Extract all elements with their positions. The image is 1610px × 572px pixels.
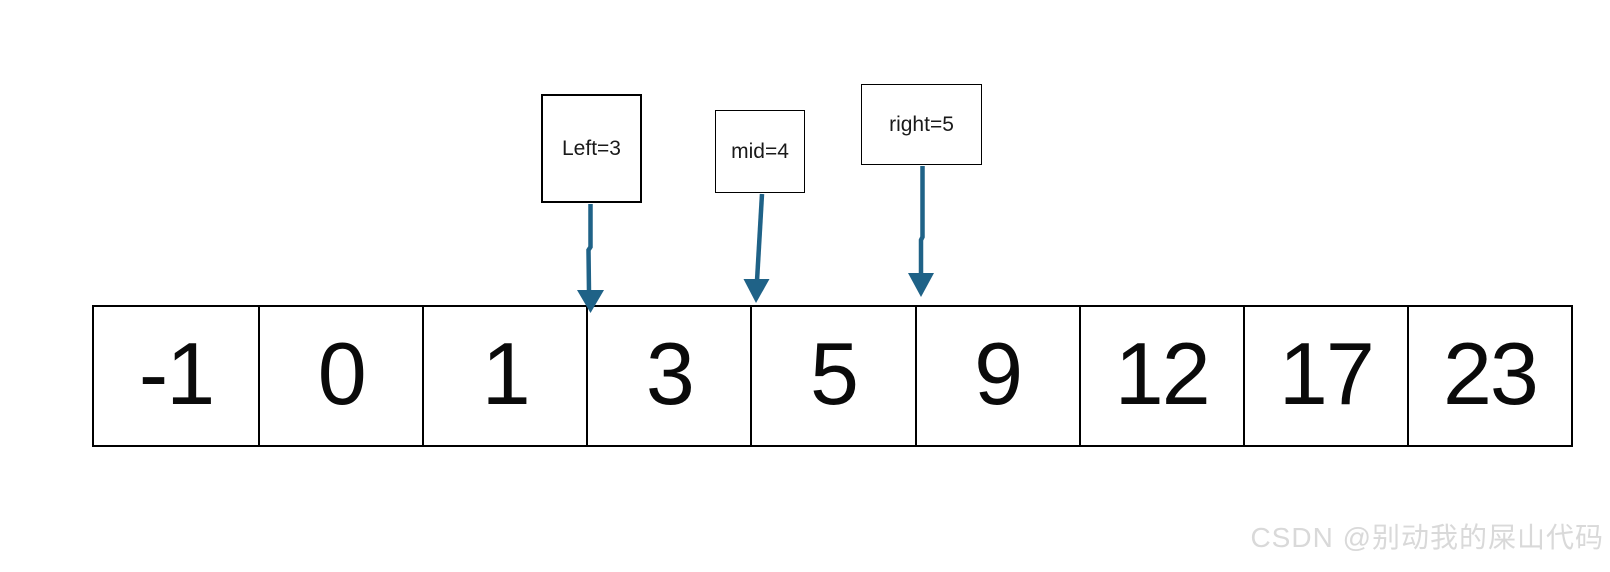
array-cell: -1	[138, 324, 215, 423]
array-cell: 1	[422, 307, 586, 445]
mid-arrow-head-icon	[743, 279, 770, 303]
array-cell: 17	[1242, 307, 1407, 445]
pointer-box-right: right=5	[861, 84, 982, 165]
right-arrow-head-icon	[908, 273, 934, 297]
array-cell: 0	[258, 307, 422, 445]
array-cell: 5	[750, 307, 914, 445]
right-arrow-stem	[918, 166, 925, 275]
pointer-label-left: Left=3	[562, 136, 621, 160]
array-cell: 12	[1078, 307, 1243, 445]
pointer-label-mid: mid=4	[731, 139, 789, 163]
array-cell: 3	[586, 307, 750, 445]
left-arrow-stem	[586, 204, 593, 293]
pointer-box-left: Left=3	[541, 94, 642, 203]
pointer-box-mid: mid=4	[715, 110, 805, 193]
pointer-label-right: right=5	[889, 112, 954, 136]
array-cell: 9	[914, 307, 1079, 445]
watermark: CSDN @别动我的屎山代码	[1250, 522, 1604, 553]
mid-arrow-stem	[754, 193, 765, 282]
array-cell: 23	[1406, 307, 1571, 445]
